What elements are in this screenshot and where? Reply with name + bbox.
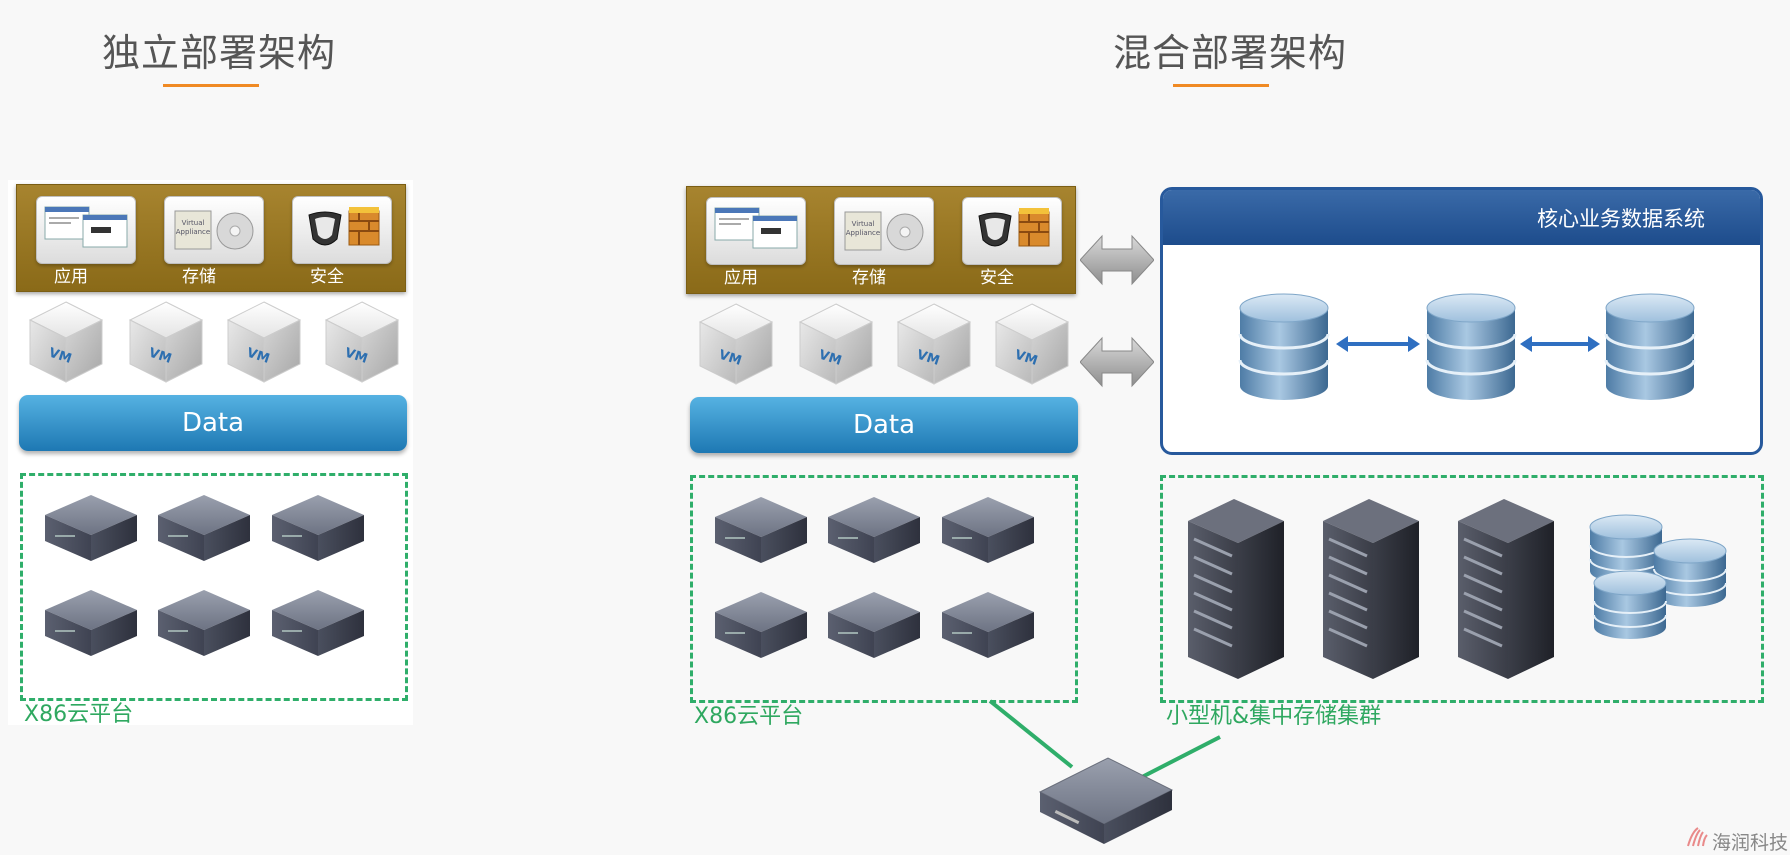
left-title-underline bbox=[163, 84, 259, 87]
storage-cluster-icon bbox=[1589, 514, 1727, 639]
right-title-underline bbox=[1173, 84, 1269, 87]
storage-label: 存储 bbox=[852, 268, 886, 288]
brand-logo-icon bbox=[1687, 827, 1708, 847]
minicomputer-storage-label: 小型机&集中存储集群 bbox=[1166, 704, 1382, 729]
svg-text:Virtual: Virtual bbox=[852, 220, 875, 228]
security-label: 安全 bbox=[310, 267, 344, 287]
x86-cluster-box-left bbox=[20, 473, 408, 701]
vm-cube-icon: VM bbox=[128, 301, 204, 383]
server-icon bbox=[272, 590, 364, 656]
network-switch-icon bbox=[1038, 757, 1174, 844]
vm-cube-icon: VM bbox=[324, 301, 400, 383]
app-label: 应用 bbox=[54, 267, 88, 287]
app-label: 应用 bbox=[724, 268, 758, 288]
x86-label-right: X86云平台 bbox=[694, 704, 804, 729]
sync-arrow-icon bbox=[1520, 336, 1600, 352]
brand-name: 海润科技 bbox=[1712, 832, 1789, 854]
rack-server-icon bbox=[1458, 499, 1554, 679]
server-icon bbox=[828, 497, 920, 563]
server-icon bbox=[715, 497, 807, 563]
vm-label: VM bbox=[343, 346, 370, 367]
x86-cluster-box-right bbox=[690, 475, 1078, 703]
database-icon bbox=[1604, 293, 1696, 400]
shield-firewall-icon bbox=[308, 207, 380, 246]
security-tile bbox=[292, 196, 392, 264]
x86-servers-left bbox=[45, 495, 364, 656]
sync-arrow-icon bbox=[1336, 336, 1420, 352]
server-icon bbox=[158, 590, 250, 656]
server-icon bbox=[272, 495, 364, 561]
app-tile bbox=[706, 197, 806, 265]
left-title: 独立部署架构 bbox=[102, 31, 337, 75]
minicomputer-racks bbox=[1188, 499, 1727, 679]
data-bar-left: Data bbox=[19, 395, 407, 451]
virtual-appliance-disc-icon: Virtual Appliance bbox=[844, 211, 924, 251]
vm-label: VM bbox=[1013, 348, 1040, 369]
vm-label: VM bbox=[47, 346, 74, 367]
svg-text:Appliance: Appliance bbox=[176, 228, 210, 236]
storage-tile: Virtual Appliance bbox=[834, 197, 934, 265]
vm-label: VM bbox=[245, 346, 272, 367]
vm-label: VM bbox=[915, 348, 942, 369]
vm-label: VM bbox=[717, 348, 744, 369]
app-window-icon bbox=[44, 206, 128, 248]
storage-label: 存储 bbox=[182, 267, 216, 287]
vm-label: VM bbox=[817, 348, 844, 369]
shield-firewall-icon bbox=[978, 208, 1050, 247]
database-icon bbox=[1238, 293, 1330, 400]
svg-text:Virtual: Virtual bbox=[182, 219, 205, 227]
x86-servers-right bbox=[715, 497, 1034, 658]
data-bar-right: Data bbox=[690, 397, 1078, 453]
core-system-title: 核心业务数据系统 bbox=[1163, 190, 1760, 245]
server-icon bbox=[45, 590, 137, 656]
app-window-icon bbox=[714, 207, 798, 249]
virtual-appliance-disc-icon: Virtual Appliance bbox=[174, 210, 254, 250]
svg-text:Appliance: Appliance bbox=[846, 229, 880, 237]
app-tile bbox=[36, 196, 136, 264]
vm-cube-icon: VM bbox=[896, 303, 972, 385]
rack-server-icon bbox=[1188, 499, 1284, 679]
rack-server-icon bbox=[1323, 499, 1419, 679]
server-icon bbox=[715, 592, 807, 658]
security-label: 安全 bbox=[980, 268, 1014, 288]
storage-tile: Virtual Appliance bbox=[164, 196, 264, 264]
server-icon bbox=[45, 495, 137, 561]
right-title: 混合部署架构 bbox=[1113, 31, 1348, 75]
x86-label-left: X86云平台 bbox=[24, 702, 134, 727]
vm-label: VM bbox=[147, 346, 174, 367]
database-icon bbox=[1425, 293, 1517, 400]
network-links bbox=[988, 699, 1221, 779]
bidirectional-arrow-icon bbox=[1080, 336, 1154, 388]
vm-cube-icon: VM bbox=[994, 303, 1070, 385]
database-replication bbox=[1238, 293, 1696, 400]
server-icon bbox=[158, 495, 250, 561]
server-icon bbox=[942, 497, 1034, 563]
security-tile bbox=[962, 197, 1062, 265]
vm-cube-icon: VM bbox=[28, 301, 104, 383]
bidirectional-arrow-icon bbox=[1080, 234, 1154, 286]
vm-cube-icon: VM bbox=[698, 303, 774, 385]
server-icon bbox=[942, 592, 1034, 658]
minicomputer-cluster-box bbox=[1160, 475, 1764, 703]
server-icon bbox=[828, 592, 920, 658]
vm-cube-icon: VM bbox=[798, 303, 874, 385]
vm-cube-icon: VM bbox=[226, 301, 302, 383]
